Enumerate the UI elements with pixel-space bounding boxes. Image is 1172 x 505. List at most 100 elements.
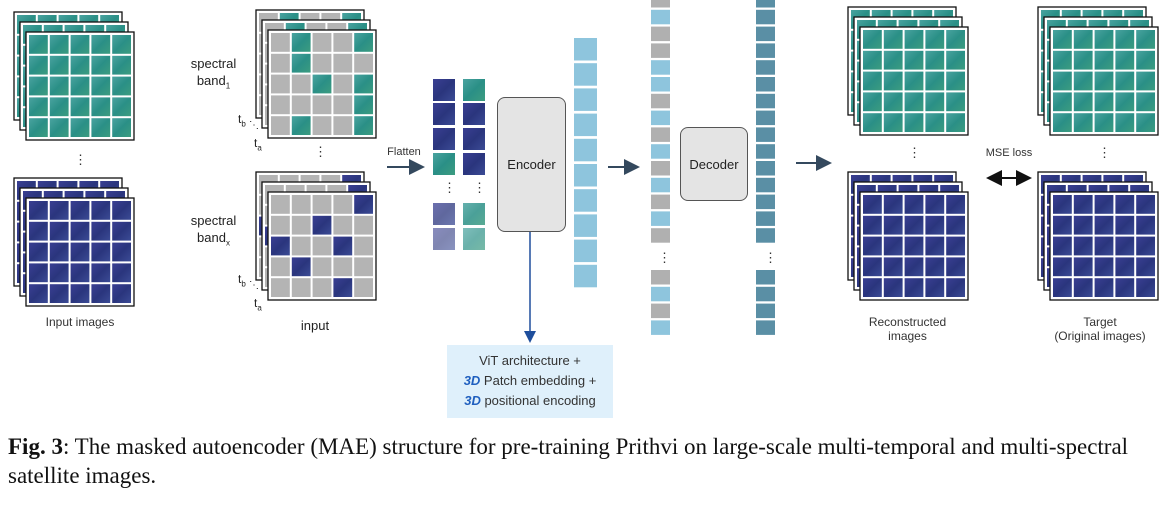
masked-tile (271, 116, 290, 135)
decoder-token (756, 110, 775, 126)
image-tile (91, 97, 111, 117)
visible-token (651, 60, 670, 75)
image-tile (1053, 71, 1072, 91)
image-tile (1073, 92, 1093, 112)
target-stack-teal (1037, 6, 1159, 136)
image-tile (291, 257, 311, 277)
vit-line-2: 3D Patch embedding + (463, 373, 597, 388)
ellipsis-bands: ⋮ (314, 144, 327, 159)
masked-tile (312, 95, 332, 115)
masked-tile (271, 53, 290, 73)
decoder-token (756, 228, 775, 243)
masked-tile (271, 278, 290, 297)
masked-tile (333, 33, 353, 52)
patch-tile (433, 128, 455, 150)
image-tile (883, 278, 903, 297)
encoder-token (574, 214, 597, 237)
mae-diagram (13, 0, 1159, 343)
image-tile (29, 35, 48, 54)
decoder-token (756, 286, 775, 302)
image-tile (1115, 257, 1135, 277)
image-tile (1073, 215, 1093, 235)
image-tile (946, 236, 965, 256)
decoder-token (756, 194, 775, 210)
image-tile (1115, 113, 1135, 132)
image-tile (91, 242, 111, 262)
stack-frame (1049, 191, 1159, 301)
encoder-token (574, 38, 597, 61)
image-tile (1094, 195, 1114, 214)
vit-architecture-box: ViT architecture + 3D Patch embedding + … (447, 345, 613, 418)
patch-tile (433, 103, 455, 125)
image-tile (1115, 50, 1135, 70)
image-tile (925, 278, 945, 297)
masked-stack-band-1 (255, 9, 377, 139)
image-tile (91, 221, 111, 241)
image-tile (1094, 236, 1114, 256)
masked-tile (291, 236, 311, 256)
encoder-token (574, 138, 597, 162)
image-tile (354, 95, 373, 115)
image-tile (1094, 92, 1114, 112)
image-tile (1073, 195, 1093, 214)
decoder-token (756, 26, 775, 42)
masked-tile (333, 116, 353, 135)
decoder-token (756, 303, 775, 319)
decoder-token (756, 9, 775, 25)
input-images-label: Input images (45, 315, 115, 329)
image-tile (91, 35, 111, 54)
image-tile (1136, 30, 1155, 49)
masked-tile (312, 53, 332, 73)
image-tile (112, 118, 131, 137)
image-tile (1136, 257, 1155, 277)
image-tile (1115, 195, 1135, 214)
image-tile (29, 55, 48, 75)
image-tile (863, 215, 882, 235)
decoder-token (756, 0, 775, 8)
image-tile (883, 71, 903, 91)
image-tile (1053, 257, 1072, 277)
image-tile (1073, 236, 1093, 256)
image-tile (29, 97, 48, 117)
image-tile (271, 236, 290, 256)
image-tile (1094, 71, 1114, 91)
masked-tile (271, 33, 290, 52)
image-tile (91, 263, 111, 283)
image-tile (70, 242, 90, 262)
stack-frame (25, 31, 135, 141)
image-tile (904, 71, 924, 91)
image-tile (1073, 257, 1093, 277)
visible-token (651, 286, 670, 302)
image-tile (925, 195, 945, 214)
image-tile (1115, 92, 1135, 112)
input-label: input (300, 318, 330, 333)
spectral-band-1-label: spectral band1 (176, 55, 251, 95)
image-tile (863, 113, 882, 132)
mask-token (651, 161, 670, 176)
image-tile (1115, 71, 1135, 91)
ellipsis-patches-1: ⋮ (443, 180, 456, 195)
masked-tile (354, 257, 373, 277)
image-tile (925, 71, 945, 91)
masked-tile (333, 215, 353, 235)
image-tile (112, 55, 131, 75)
image-tile (1053, 92, 1072, 112)
visible-token (651, 144, 670, 159)
mask-token (651, 26, 670, 42)
ellipsis-mid-tokens: ⋮ (658, 250, 671, 265)
image-tile (904, 215, 924, 235)
image-tile (1115, 215, 1135, 235)
patch-tile (463, 203, 485, 225)
image-tile (112, 263, 131, 283)
decoder-token (756, 77, 775, 92)
vit-line-1: ViT architecture + (479, 353, 581, 368)
decoder-token (756, 60, 775, 75)
masked-tile (333, 74, 353, 94)
masked-stack-band-x (255, 171, 377, 301)
image-tile (354, 33, 373, 52)
image-tile (49, 76, 69, 96)
stack-frame (267, 191, 377, 301)
image-tile (1136, 195, 1155, 214)
image-tile (883, 113, 903, 132)
